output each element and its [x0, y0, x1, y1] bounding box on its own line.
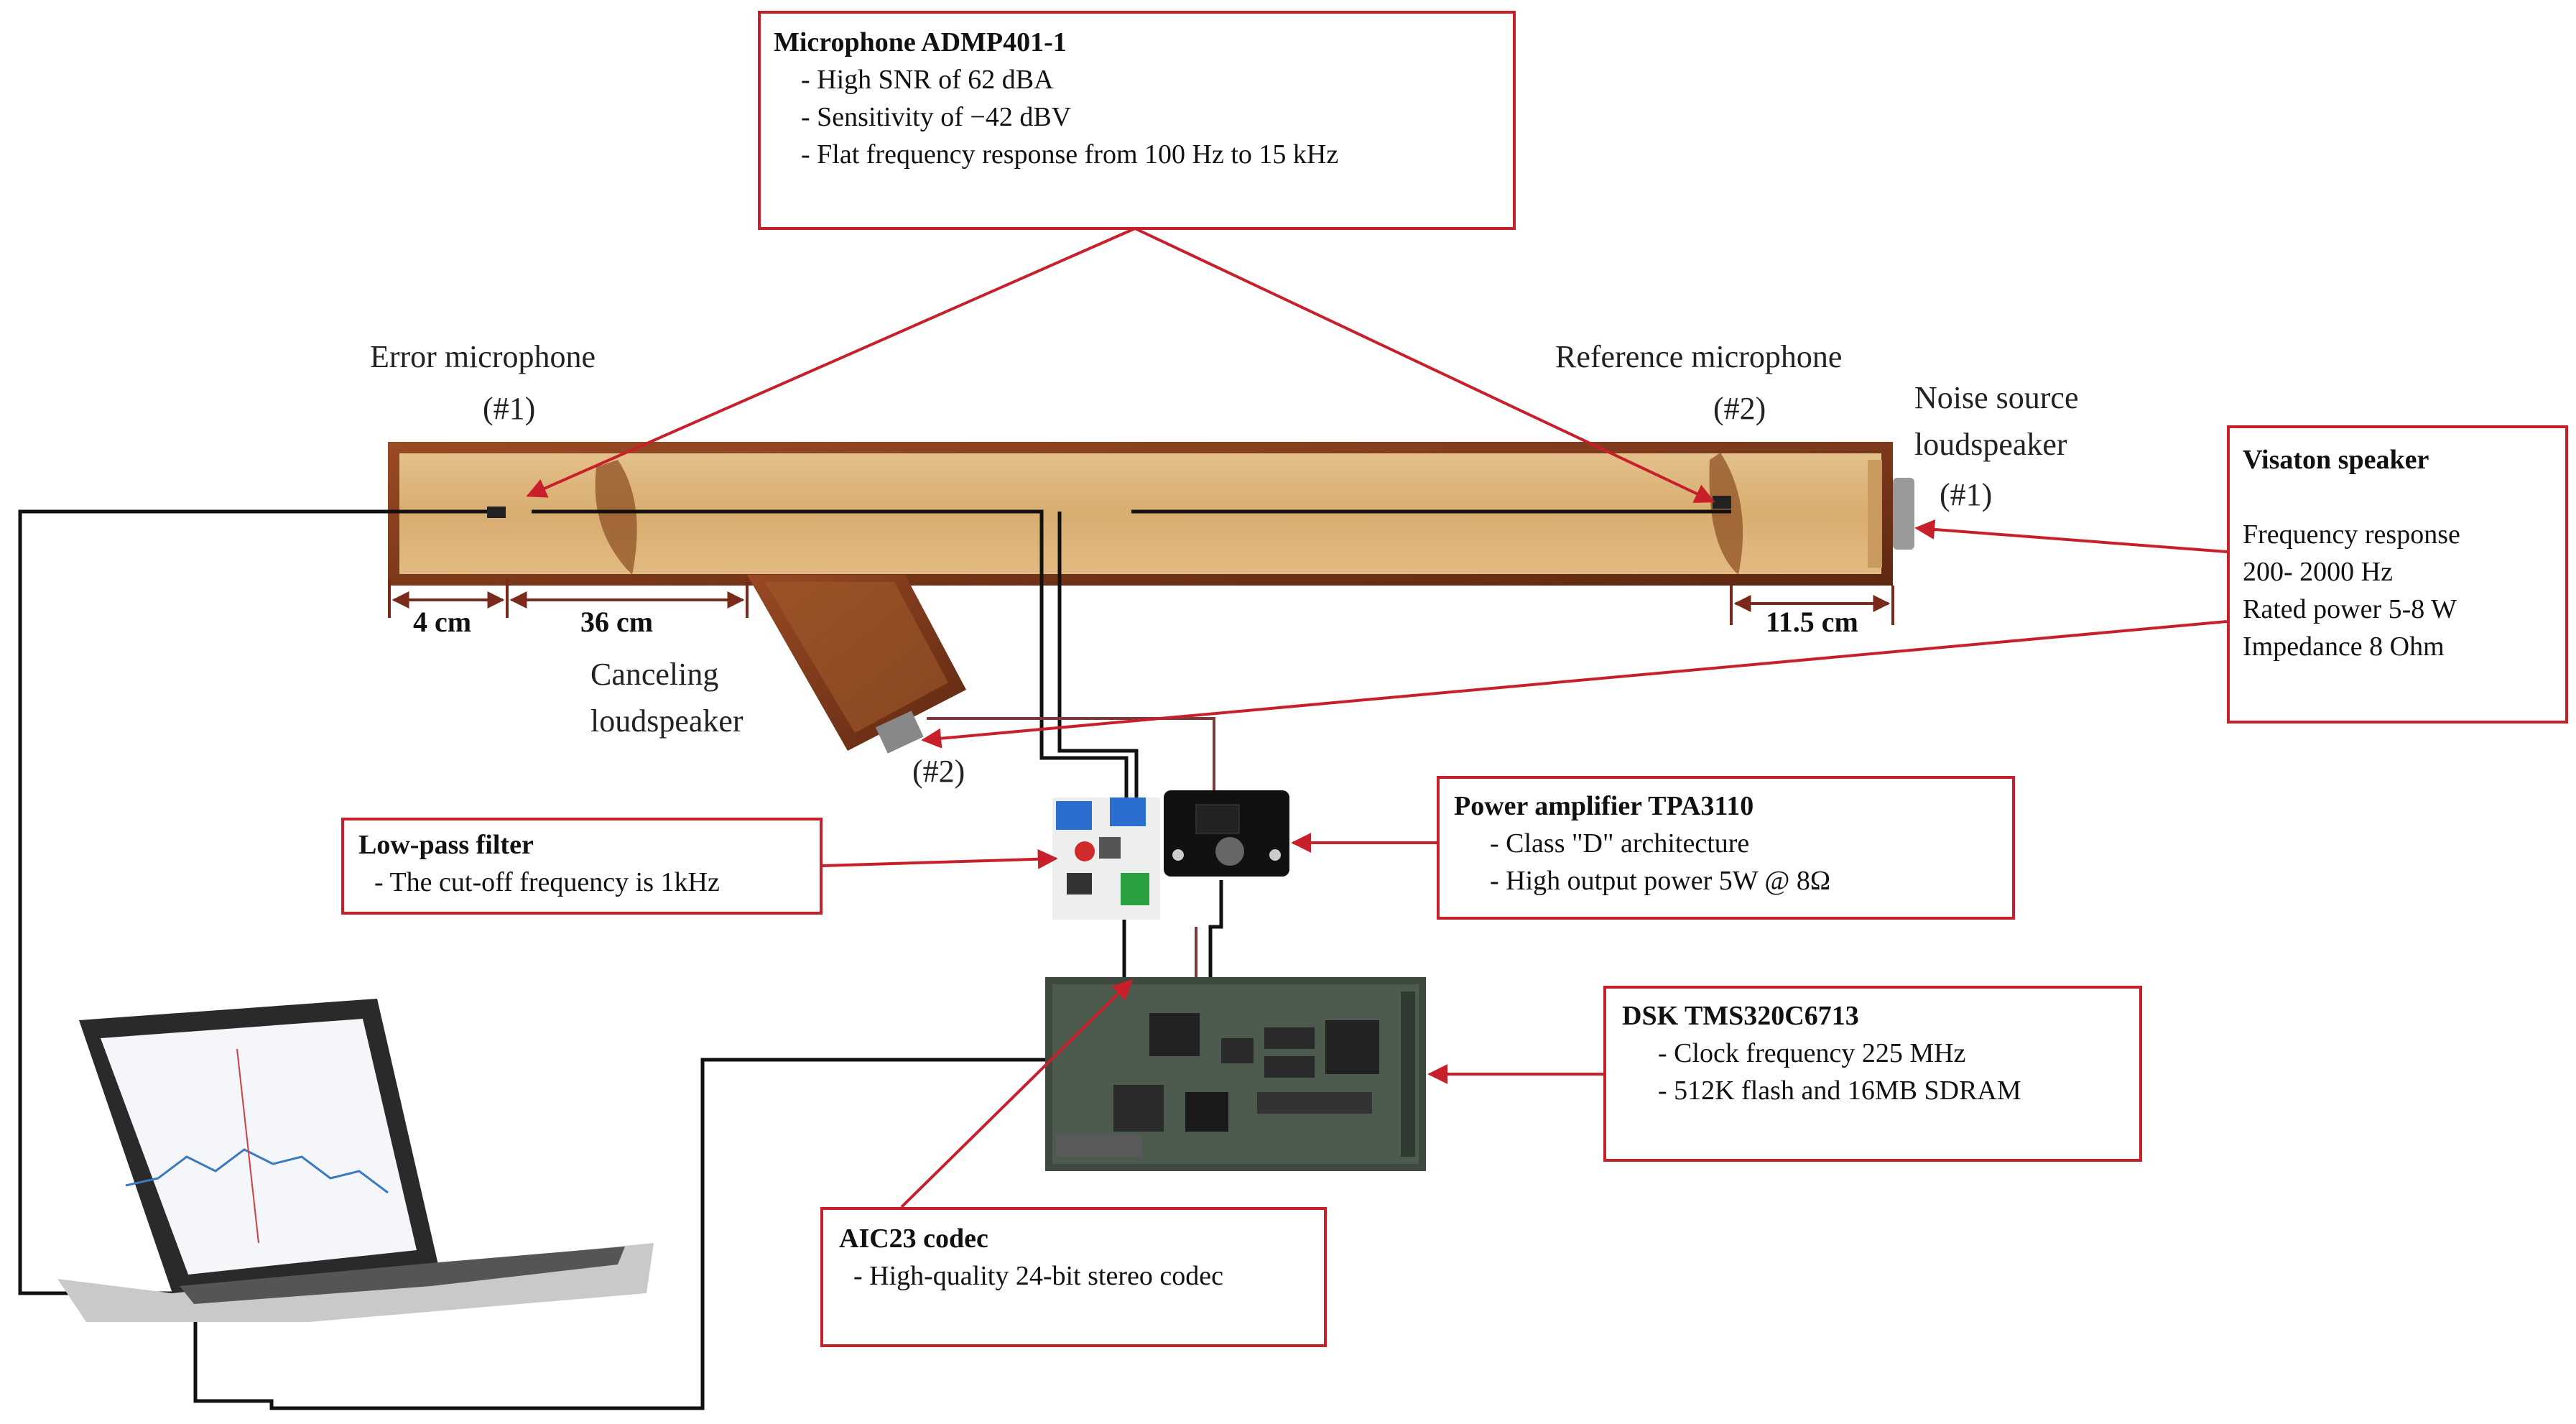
- visaton-line-4: Impedance 8 Ohm: [2243, 632, 2445, 662]
- noise-source-label-2: loudspeaker: [1914, 427, 2067, 462]
- canceling-number: (#2): [912, 754, 965, 789]
- noise-source-label-1: Noise source: [1914, 380, 2079, 415]
- dimension-4cm: 4 cm: [413, 606, 472, 638]
- speaker-wires: [927, 717, 1215, 977]
- lpf-line-1: - The cut-off frequency is 1kHz: [374, 867, 720, 897]
- lpf-box-title: Low-pass filter: [358, 830, 534, 860]
- canceling-label-2: loudspeaker: [590, 703, 743, 739]
- error-mic-capsule: [487, 507, 506, 518]
- dsk-line-2: - 512K flash and 16MB SDRAM: [1658, 1076, 2021, 1106]
- annotation-arrows: [526, 227, 2228, 1208]
- signal-wires: [18, 509, 1731, 1410]
- codec-box-title: AIC23 codec: [839, 1224, 988, 1254]
- canceling-label-1: Canceling: [590, 657, 719, 692]
- amp-info-box: Power amplifier TPA3110 - Class "D" arch…: [1437, 776, 2015, 920]
- codec-line-1: - High-quality 24-bit stereo codec: [853, 1261, 1223, 1291]
- visaton-box-title: Visaton speaker: [2243, 445, 2429, 475]
- lpf-board: [1052, 797, 1160, 920]
- noise-source-number: (#1): [1940, 477, 1993, 512]
- dsk-info-box: DSK TMS320C6713 - Clock frequency 225 MH…: [1603, 986, 2142, 1162]
- reference-mic-capsule: [1713, 496, 1731, 509]
- amp-line-1: - Class "D" architecture: [1490, 828, 1750, 859]
- visaton-line-3: Rated power 5-8 W: [2243, 594, 2457, 624]
- microphone-info-box: Microphone ADMP401-1 - High SNR of 62 dB…: [758, 11, 1516, 230]
- amp-board: [1164, 790, 1289, 877]
- laptop: [57, 999, 654, 1322]
- visaton-line-2: 200- 2000 Hz: [2243, 557, 2393, 587]
- visaton-line-1: Frequency response: [2243, 519, 2460, 550]
- mic-box-line-3: - Flat frequency response from 100 Hz to…: [801, 139, 1339, 170]
- lpf-info-box: Low-pass filter - The cut-off frequency …: [341, 818, 823, 915]
- duct: [388, 442, 1893, 586]
- amp-line-2: - High output power 5W @ 8Ω: [1490, 866, 1831, 896]
- codec-info-box: AIC23 codec - High-quality 24-bit stereo…: [820, 1207, 1327, 1347]
- error-mic-number: (#1): [483, 391, 536, 426]
- dsk-line-1: - Clock frequency 225 MHz: [1658, 1038, 1966, 1068]
- dimension-36cm: 36 cm: [580, 606, 654, 638]
- ref-mic-number: (#2): [1713, 391, 1766, 426]
- dsk-board: [1045, 977, 1426, 1171]
- mic-box-line-2: - Sensitivity of −42 dBV: [801, 102, 1072, 132]
- dsk-box-title: DSK TMS320C6713: [1622, 1001, 1859, 1031]
- visaton-info-box: Visaton speaker Frequency response 200- …: [2227, 425, 2568, 723]
- mic-box-line-1: - High SNR of 62 dBA: [801, 65, 1054, 95]
- dimension-11-5cm: 11.5 cm: [1766, 606, 1858, 638]
- noise-speaker: [1893, 478, 1914, 550]
- amp-box-title: Power amplifier TPA3110: [1454, 791, 1754, 821]
- side-branch: [747, 575, 966, 754]
- mic-box-title: Microphone ADMP401-1: [774, 27, 1067, 57]
- error-mic-label: Error microphone: [370, 339, 596, 374]
- dimension-lines: [388, 578, 1894, 625]
- ref-mic-label: Reference microphone: [1555, 339, 1843, 374]
